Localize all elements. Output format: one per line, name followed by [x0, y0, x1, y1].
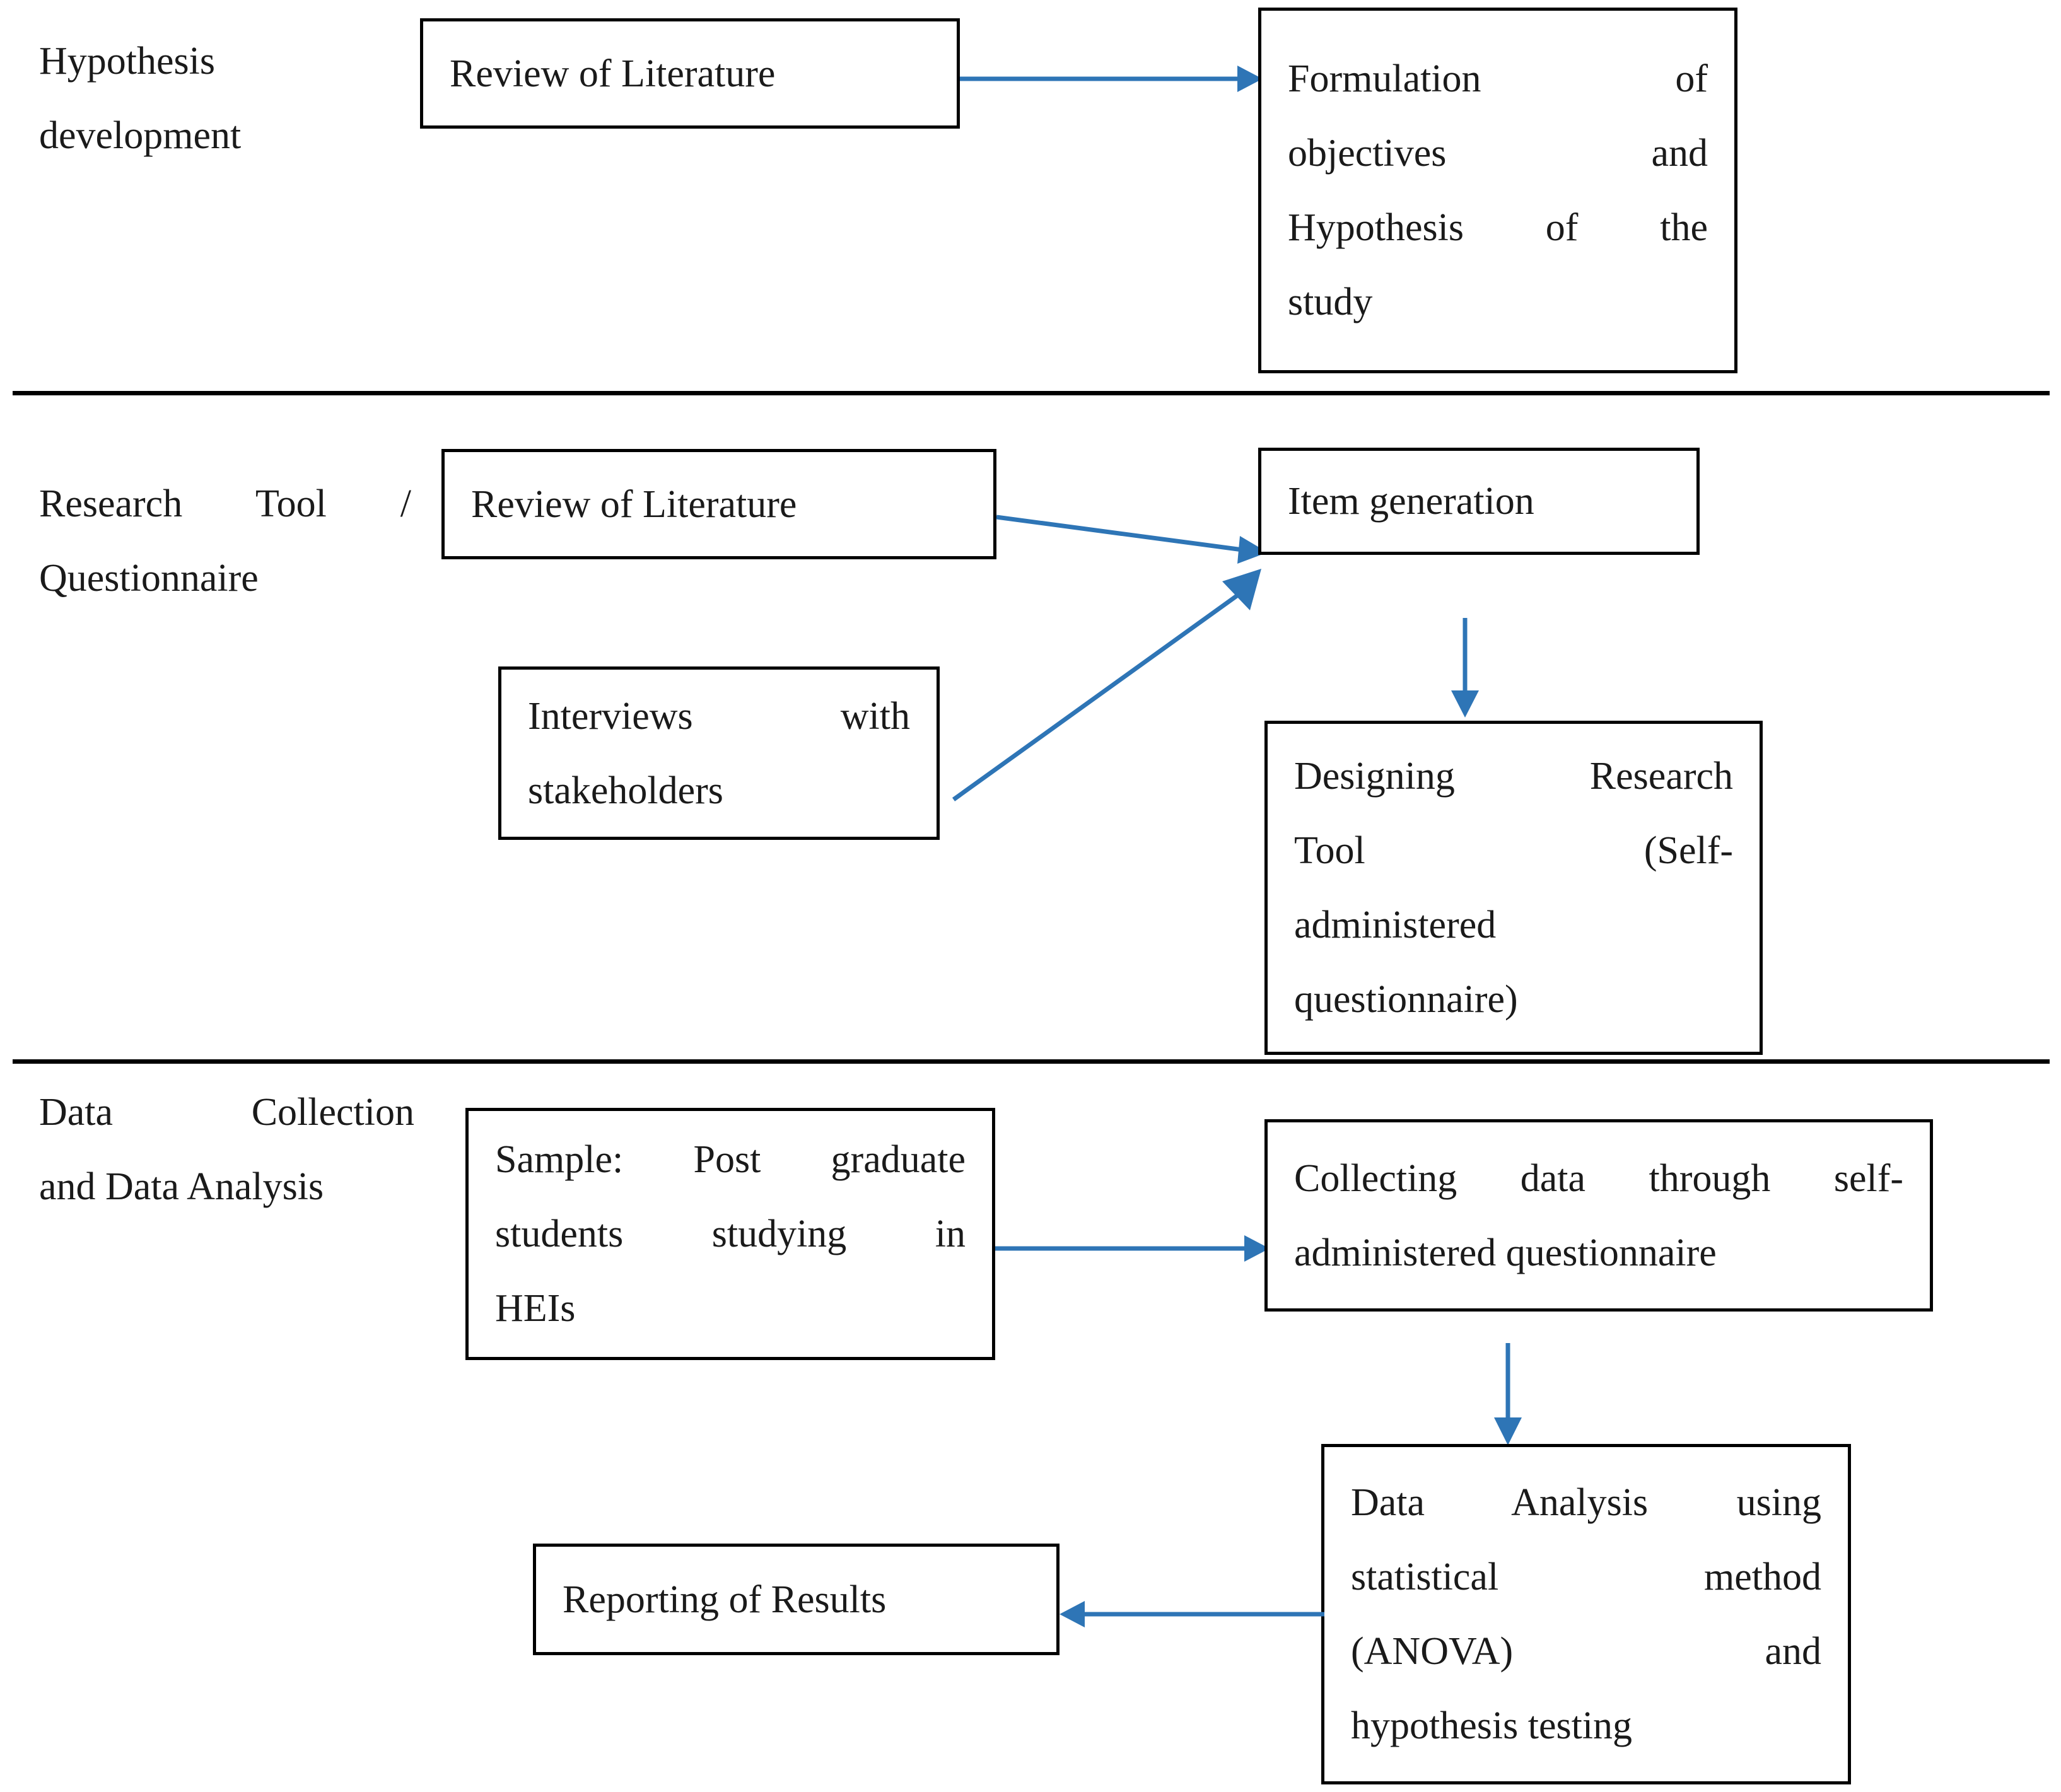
node-designing-research-tool[interactable]: Designing Research Tool (Self- administe…: [1264, 721, 1763, 1055]
node-text-line: Designing Research: [1294, 755, 1733, 798]
node-text-line: Data Analysis using: [1351, 1481, 1821, 1524]
node-text-line: objectives and: [1288, 132, 1708, 175]
node-text-line: questionnaire): [1294, 978, 1518, 1021]
node-text-line: Sample: Post graduate: [495, 1138, 966, 1181]
node-text: Reporting of Results: [563, 1578, 887, 1621]
node-text-line: (ANOVA) and: [1351, 1630, 1821, 1673]
node-text-line: Tool (Self-: [1294, 829, 1733, 872]
arrow-sample-to-collecting-data: [995, 1235, 1270, 1262]
arrow-data-analysis-to-reporting: [1060, 1601, 1324, 1627]
node-text: Review of Literature: [450, 52, 776, 95]
node-collecting-data[interactable]: Collecting data through self- administer…: [1264, 1119, 1933, 1312]
node-text-line: administered: [1294, 904, 1497, 946]
node-review-of-literature-1[interactable]: Review of Literature: [420, 18, 960, 129]
stage-label-hypothesis-development: Hypothesis development: [39, 24, 342, 173]
node-sample-post-graduate[interactable]: Sample: Post graduate students studying …: [465, 1108, 995, 1360]
node-review-of-literature-2[interactable]: Review of Literature: [441, 449, 996, 559]
stage-label-line: Data Collection: [39, 1091, 414, 1134]
node-item-generation[interactable]: Item generation: [1258, 448, 1700, 555]
stage-label-research-tool-questionnaire: Research Tool / Questionnaire: [39, 467, 411, 615]
stage-divider-2: [13, 1059, 2050, 1064]
node-text-line: HEIs: [495, 1287, 576, 1330]
node-text-line: administered questionnaire: [1294, 1231, 1717, 1274]
node-text-line: statistical method: [1351, 1556, 1821, 1598]
node-interviews-stakeholders[interactable]: Interviews with stakeholders: [498, 666, 940, 840]
node-text-line: students studying in: [495, 1213, 966, 1255]
node-reporting-results[interactable]: Reporting of Results: [533, 1544, 1060, 1655]
node-text: Review of Literature: [471, 482, 797, 526]
arrow-item-generation-to-designing-tool: [1451, 618, 1479, 718]
node-text-line: Formulation of: [1288, 57, 1708, 100]
stage-label-line: and Data Analysis: [39, 1165, 324, 1208]
node-text-line: hypothesis testing: [1351, 1704, 1633, 1747]
node-text-line: Interviews with: [528, 694, 910, 738]
stage-label-line: Research Tool /: [39, 482, 411, 525]
stage-label-data-collection-analysis: Data Collection and Data Analysis: [39, 1075, 414, 1224]
node-text: Item generation: [1288, 480, 1534, 523]
arrow-collecting-data-to-data-analysis: [1494, 1343, 1522, 1445]
arrow-interviews-to-item-generation: [952, 569, 1261, 801]
node-text-line: stakeholders: [528, 769, 723, 812]
node-text-line: Collecting data through self-: [1294, 1156, 1903, 1200]
node-text-line: Hypothesis of the: [1288, 206, 1708, 249]
node-data-analysis[interactable]: Data Analysis using statistical method (…: [1321, 1444, 1851, 1784]
stage-label-line: Hypothesis: [39, 40, 215, 83]
stage-label-line: development: [39, 114, 242, 157]
node-formulation-objectives[interactable]: Formulation of objectives and Hypothesis…: [1258, 8, 1737, 373]
stage-divider-1: [13, 391, 2050, 395]
arrow-rol2-to-item-generation: [996, 515, 1268, 564]
stage-label-line: Questionnaire: [39, 557, 259, 600]
node-text-line: study: [1288, 281, 1373, 323]
arrow-rol1-to-formulation: [960, 66, 1263, 92]
